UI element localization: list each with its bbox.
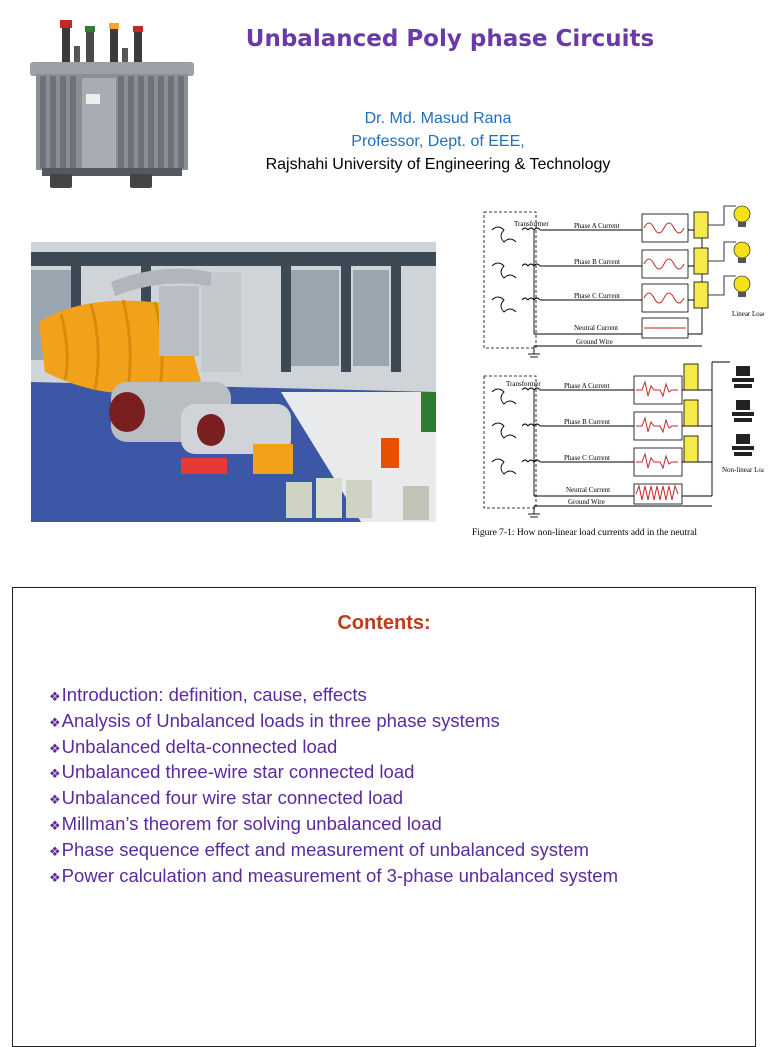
slide-1: Unbalanced Poly phase Circuits Dr. Md. M… (30, 20, 764, 538)
top-phase-a-label: Phase A Current (574, 222, 620, 230)
list-item: ❖Phase sequence effect and measurement o… (49, 838, 589, 860)
list-item: ❖Unbalanced three-wire star connected lo… (49, 761, 415, 783)
top-ground-label: Ground Wire (576, 338, 613, 346)
bottom-phase-a-label: Phase A Current (564, 382, 610, 390)
author-institution: Rajshahi University of Engineering & Tec… (265, 156, 611, 173)
top-phase-c-label: Phase C Current (574, 292, 620, 300)
bullet-diamond-icon: ❖ (49, 793, 61, 809)
contents-heading: Contents: (337, 612, 431, 634)
bottom-load-label: Non-linear Load (722, 466, 764, 474)
list-item: ❖Unbalanced delta-connected load (49, 735, 338, 757)
author-position: Professor, Dept. of EEE, (351, 133, 525, 150)
author-name: Dr. Md. Masud Rana (364, 110, 512, 127)
list-item: ❖Power calculation and measurement of 3-… (49, 864, 619, 886)
slide-title: Unbalanced Poly phase Circuits (245, 26, 655, 52)
slide-2-contents: Contents: ❖Introduction: definition, cau… (12, 587, 756, 1047)
bottom-ground-label: Ground Wire (568, 498, 605, 506)
list-item: ❖Millman’s theorem for solving unbalance… (49, 812, 442, 834)
top-load-label: Linear Load (732, 310, 764, 318)
generator-hall-image (31, 242, 436, 522)
computer-icons (732, 366, 754, 456)
circuit-top-linear: Transformer Phase A Current Phase B Curr… (483, 205, 764, 358)
top-phase-b-label: Phase B Current (574, 258, 620, 266)
bullet-diamond-icon: ❖ (49, 844, 61, 860)
neutral-current-circuit-diagram: Transformer Phase A Current Phase B Curr… (483, 205, 764, 518)
bottom-transformer-label: Transformer (506, 380, 541, 388)
circuit-bottom-nonlinear: Transformer Phase A Current Phase B Curr… (483, 361, 764, 518)
transformer-bushings (60, 20, 143, 64)
bullet-diamond-icon: ❖ (49, 870, 61, 886)
bullet-diamond-icon: ❖ (49, 715, 61, 731)
bottom-phase-c-label: Phase C Current (564, 454, 610, 462)
top-neutral-label: Neutral Current (574, 324, 618, 332)
bullet-diamond-icon: ❖ (49, 690, 61, 705)
bottom-neutral-label: Neutral Current (566, 486, 610, 494)
transformer-image (30, 20, 194, 188)
top-transformer-label: Transformer (514, 220, 549, 228)
list-item: ❖Unbalanced four wire star connected loa… (49, 787, 404, 809)
contents-list: ❖Introduction: definition, cause, effect… (49, 682, 618, 888)
bullet-diamond-icon: ❖ (49, 818, 61, 834)
list-item: ❖Analysis of Unbalanced loads in three p… (49, 709, 500, 731)
bullet-diamond-icon: ❖ (49, 767, 61, 783)
figure-caption: Figure 7-1: How non-linear load currents… (472, 528, 698, 538)
bottom-phase-b-label: Phase B Current (564, 418, 610, 426)
list-item: ❖Introduction: definition, cause, effect… (49, 684, 367, 705)
bullet-diamond-icon: ❖ (49, 741, 61, 757)
